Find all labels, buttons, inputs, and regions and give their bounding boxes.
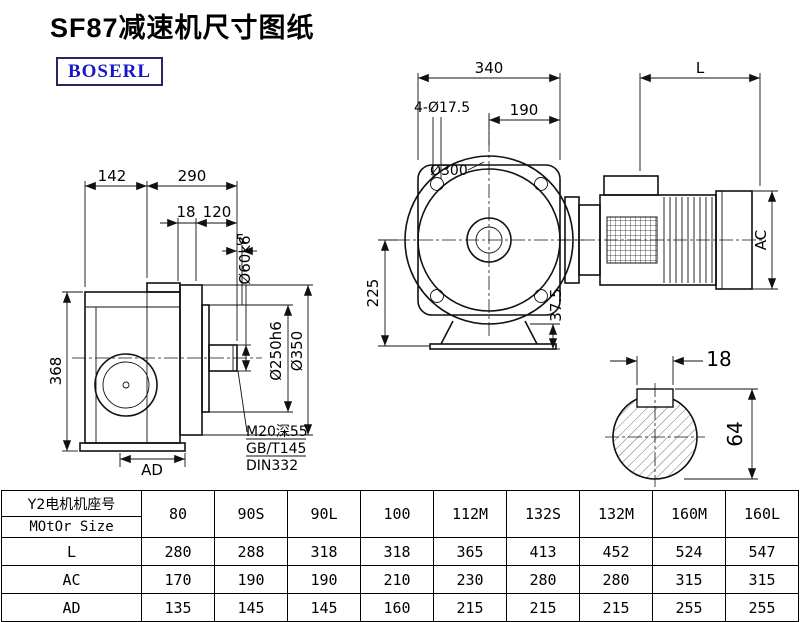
output-flange bbox=[179, 284, 203, 436]
size-col-header: 132M bbox=[579, 490, 653, 538]
size-col-header: 132S bbox=[506, 490, 580, 538]
value-cell: 145 bbox=[214, 593, 288, 622]
dim-L: L bbox=[696, 59, 705, 77]
brand-logo: BOSERL bbox=[56, 57, 163, 86]
value-cell: 413 bbox=[506, 537, 580, 566]
value-cell: 280 bbox=[579, 565, 653, 594]
base-plate bbox=[429, 343, 557, 350]
dim-190: 190 bbox=[510, 101, 539, 119]
row-label: AC bbox=[1, 565, 142, 594]
bolt-hole bbox=[534, 289, 548, 303]
foot-base bbox=[79, 442, 186, 452]
value-cell: 215 bbox=[506, 593, 580, 622]
size-col-header: 112M bbox=[433, 490, 507, 538]
dim-flange-dia: Ø350 bbox=[288, 331, 306, 371]
dim-18: 18 bbox=[176, 203, 195, 221]
value-cell: 230 bbox=[433, 565, 507, 594]
table-corner-cell: Y2电机机座号 MOtOr Size bbox=[1, 490, 142, 538]
value-cell: 190 bbox=[287, 565, 361, 594]
dim-368: 368 bbox=[47, 357, 65, 386]
table-row-AC: AC 170 190 190 210 230 280 280 315 315 bbox=[1, 565, 799, 594]
header-en: MOtOr Size bbox=[29, 519, 114, 535]
size-col-header: 160M bbox=[652, 490, 726, 538]
value-cell: 160 bbox=[360, 593, 434, 622]
value-cell: 365 bbox=[433, 537, 507, 566]
value-cell: 315 bbox=[725, 565, 799, 594]
value-cell: 547 bbox=[725, 537, 799, 566]
size-col-header: 100 bbox=[360, 490, 434, 538]
table-header-row: Y2电机机座号 MOtOr Size 80 90S 90L 100 112M 1… bbox=[1, 490, 799, 538]
dim-37-5: 37.5 bbox=[547, 288, 565, 321]
value-cell: 170 bbox=[141, 565, 215, 594]
table-row-L: L 280 288 318 318 365 413 452 524 547 bbox=[1, 537, 799, 566]
dim-142: 142 bbox=[98, 167, 127, 185]
value-cell: 524 bbox=[652, 537, 726, 566]
value-cell: 318 bbox=[360, 537, 434, 566]
dim-5: 5 bbox=[235, 231, 245, 249]
bolt-hole bbox=[534, 177, 548, 191]
dim-key-width: 18 bbox=[706, 347, 731, 371]
value-cell: 215 bbox=[579, 593, 653, 622]
value-cell: 145 bbox=[287, 593, 361, 622]
value-cell: 215 bbox=[433, 593, 507, 622]
dim-290: 290 bbox=[178, 167, 207, 185]
header-cn: Y2电机机座号 bbox=[2, 491, 141, 517]
motor-size-table: Y2电机机座号 MOtOr Size 80 90S 90L 100 112M 1… bbox=[1, 490, 799, 622]
size-col-header: 90S bbox=[214, 490, 288, 538]
dim-ac: AC bbox=[752, 230, 770, 250]
dia-300-label: Ø300 bbox=[430, 163, 468, 179]
tap-note-m20: M20深55 bbox=[246, 424, 308, 440]
value-cell: 255 bbox=[652, 593, 726, 622]
dim-340: 340 bbox=[475, 59, 504, 77]
dim-height-over-key: 64 bbox=[723, 421, 747, 446]
tap-note-din: DIN332 bbox=[246, 458, 298, 474]
terminal-box bbox=[603, 175, 659, 196]
dim-spigot-dia: Ø250h6 bbox=[267, 321, 285, 381]
housing-outline bbox=[84, 291, 181, 444]
shaft-section-view: 18 64 bbox=[605, 347, 758, 487]
bolt-hole bbox=[430, 289, 444, 303]
table-row-AD: AD 135 145 145 160 215 215 215 255 255 bbox=[1, 593, 799, 622]
value-cell: 280 bbox=[506, 565, 580, 594]
size-col-header: 90L bbox=[287, 490, 361, 538]
front-view: 340 L 4-Ø17.5 190 Ø300 225 37.5 bbox=[364, 59, 778, 350]
holes-note: 4-Ø17.5 bbox=[414, 100, 470, 116]
value-cell: 318 bbox=[287, 537, 361, 566]
value-cell: 190 bbox=[214, 565, 288, 594]
dim-225: 225 bbox=[364, 279, 382, 308]
tap-note-gb: GB/T145 bbox=[246, 441, 306, 457]
row-label: AD bbox=[1, 593, 142, 622]
value-cell: 255 bbox=[725, 593, 799, 622]
value-cell: 210 bbox=[360, 565, 434, 594]
value-cell: 452 bbox=[579, 537, 653, 566]
dim-shaft-dia: Ø60k6 bbox=[236, 235, 254, 284]
size-col-header: 160L bbox=[725, 490, 799, 538]
value-cell: 288 bbox=[214, 537, 288, 566]
value-cell: 280 bbox=[141, 537, 215, 566]
dimension-drawing: 142 290 18 120 5 368 AD Ø60 bbox=[47, 59, 778, 487]
page-title: SF87减速机尺寸图纸 bbox=[50, 13, 315, 43]
value-cell: 135 bbox=[141, 593, 215, 622]
dim-ad: AD bbox=[141, 461, 163, 479]
dim-120: 120 bbox=[203, 203, 232, 221]
value-cell: 315 bbox=[652, 565, 726, 594]
row-label: L bbox=[1, 537, 142, 566]
side-view: 142 290 18 120 5 368 AD Ø60 bbox=[47, 167, 313, 479]
bolt-hole bbox=[430, 177, 444, 191]
worm-wheel-bore bbox=[94, 353, 158, 417]
size-col-header: 80 bbox=[141, 490, 215, 538]
